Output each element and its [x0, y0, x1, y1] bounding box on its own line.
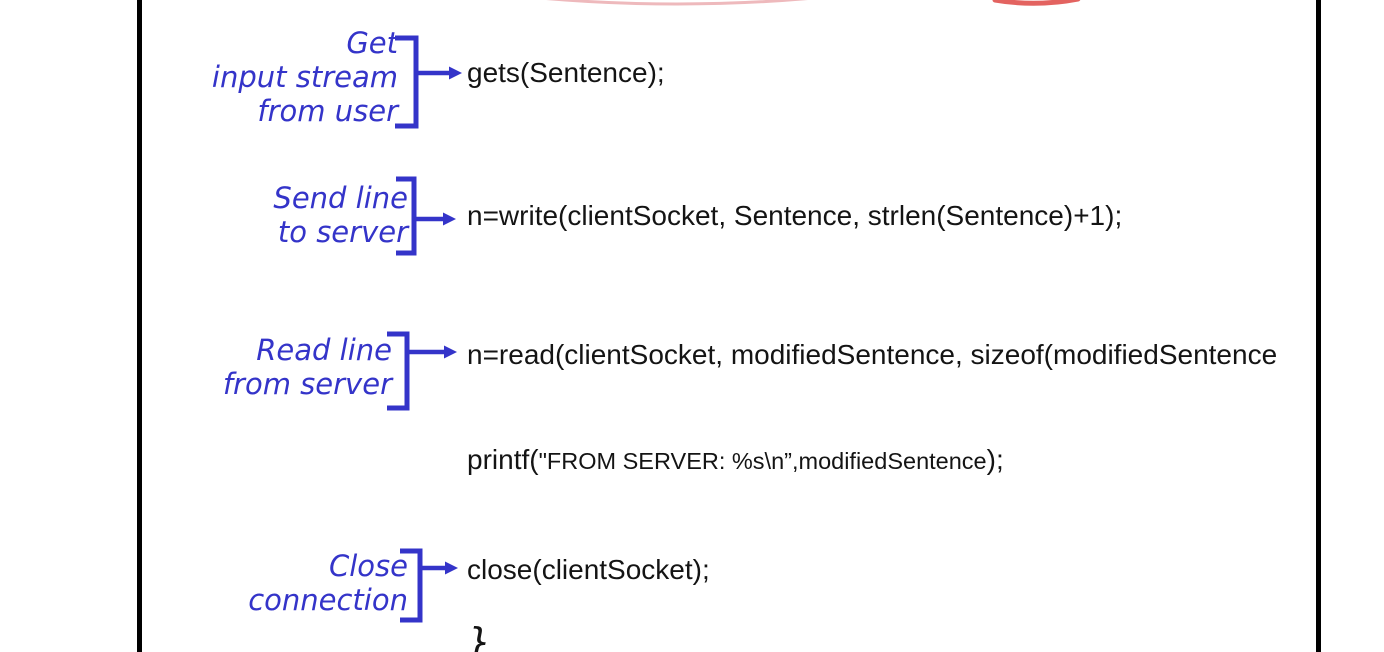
red-ellipse-annotation-icon	[546, 0, 1081, 6]
code-box-left-border	[137, 0, 142, 652]
annotation-label-close-connection: Close connection	[248, 549, 408, 617]
label-line: Close	[329, 549, 408, 583]
label-line: from user	[257, 94, 398, 128]
code-line-close: close(clientSocket);	[467, 554, 710, 585]
label-line: input stream	[211, 60, 398, 94]
code-box-right-border	[1316, 0, 1321, 652]
code-line-printf: printf("FROM SERVER: %s\n”,modifiedSente…	[467, 444, 1004, 476]
code-line-read: n=read(clientSocket, modifiedSentence, s…	[467, 339, 1278, 370]
printf-suffix: );	[986, 444, 1004, 475]
printf-prefix: printf(	[467, 444, 539, 475]
label-line: Send line	[273, 181, 408, 215]
code-line-gets: gets(Sentence);	[467, 57, 665, 88]
annotation-label-send-line: Send line to server	[273, 181, 408, 249]
label-line: from server	[222, 367, 392, 401]
annotation-label-read-line: Read line from server	[223, 333, 392, 401]
printf-quoted-string: "FROM SERVER: %s\n”,modifiedSentence	[538, 448, 987, 474]
annotation-label-get-input-stream: Get input stream from user	[212, 26, 398, 128]
closing-brace: }	[467, 620, 492, 652]
label-line: Get	[346, 26, 398, 60]
bracket-arrow-icon	[400, 548, 458, 623]
label-line: Read line	[256, 333, 392, 367]
bracket-arrow-icon	[387, 331, 457, 411]
label-line: connection	[248, 583, 408, 617]
code-line-write: n=write(clientSocket, Sentence, strlen(S…	[467, 200, 1123, 231]
label-line: to server	[277, 215, 408, 249]
bracket-arrow-icon	[395, 35, 462, 129]
